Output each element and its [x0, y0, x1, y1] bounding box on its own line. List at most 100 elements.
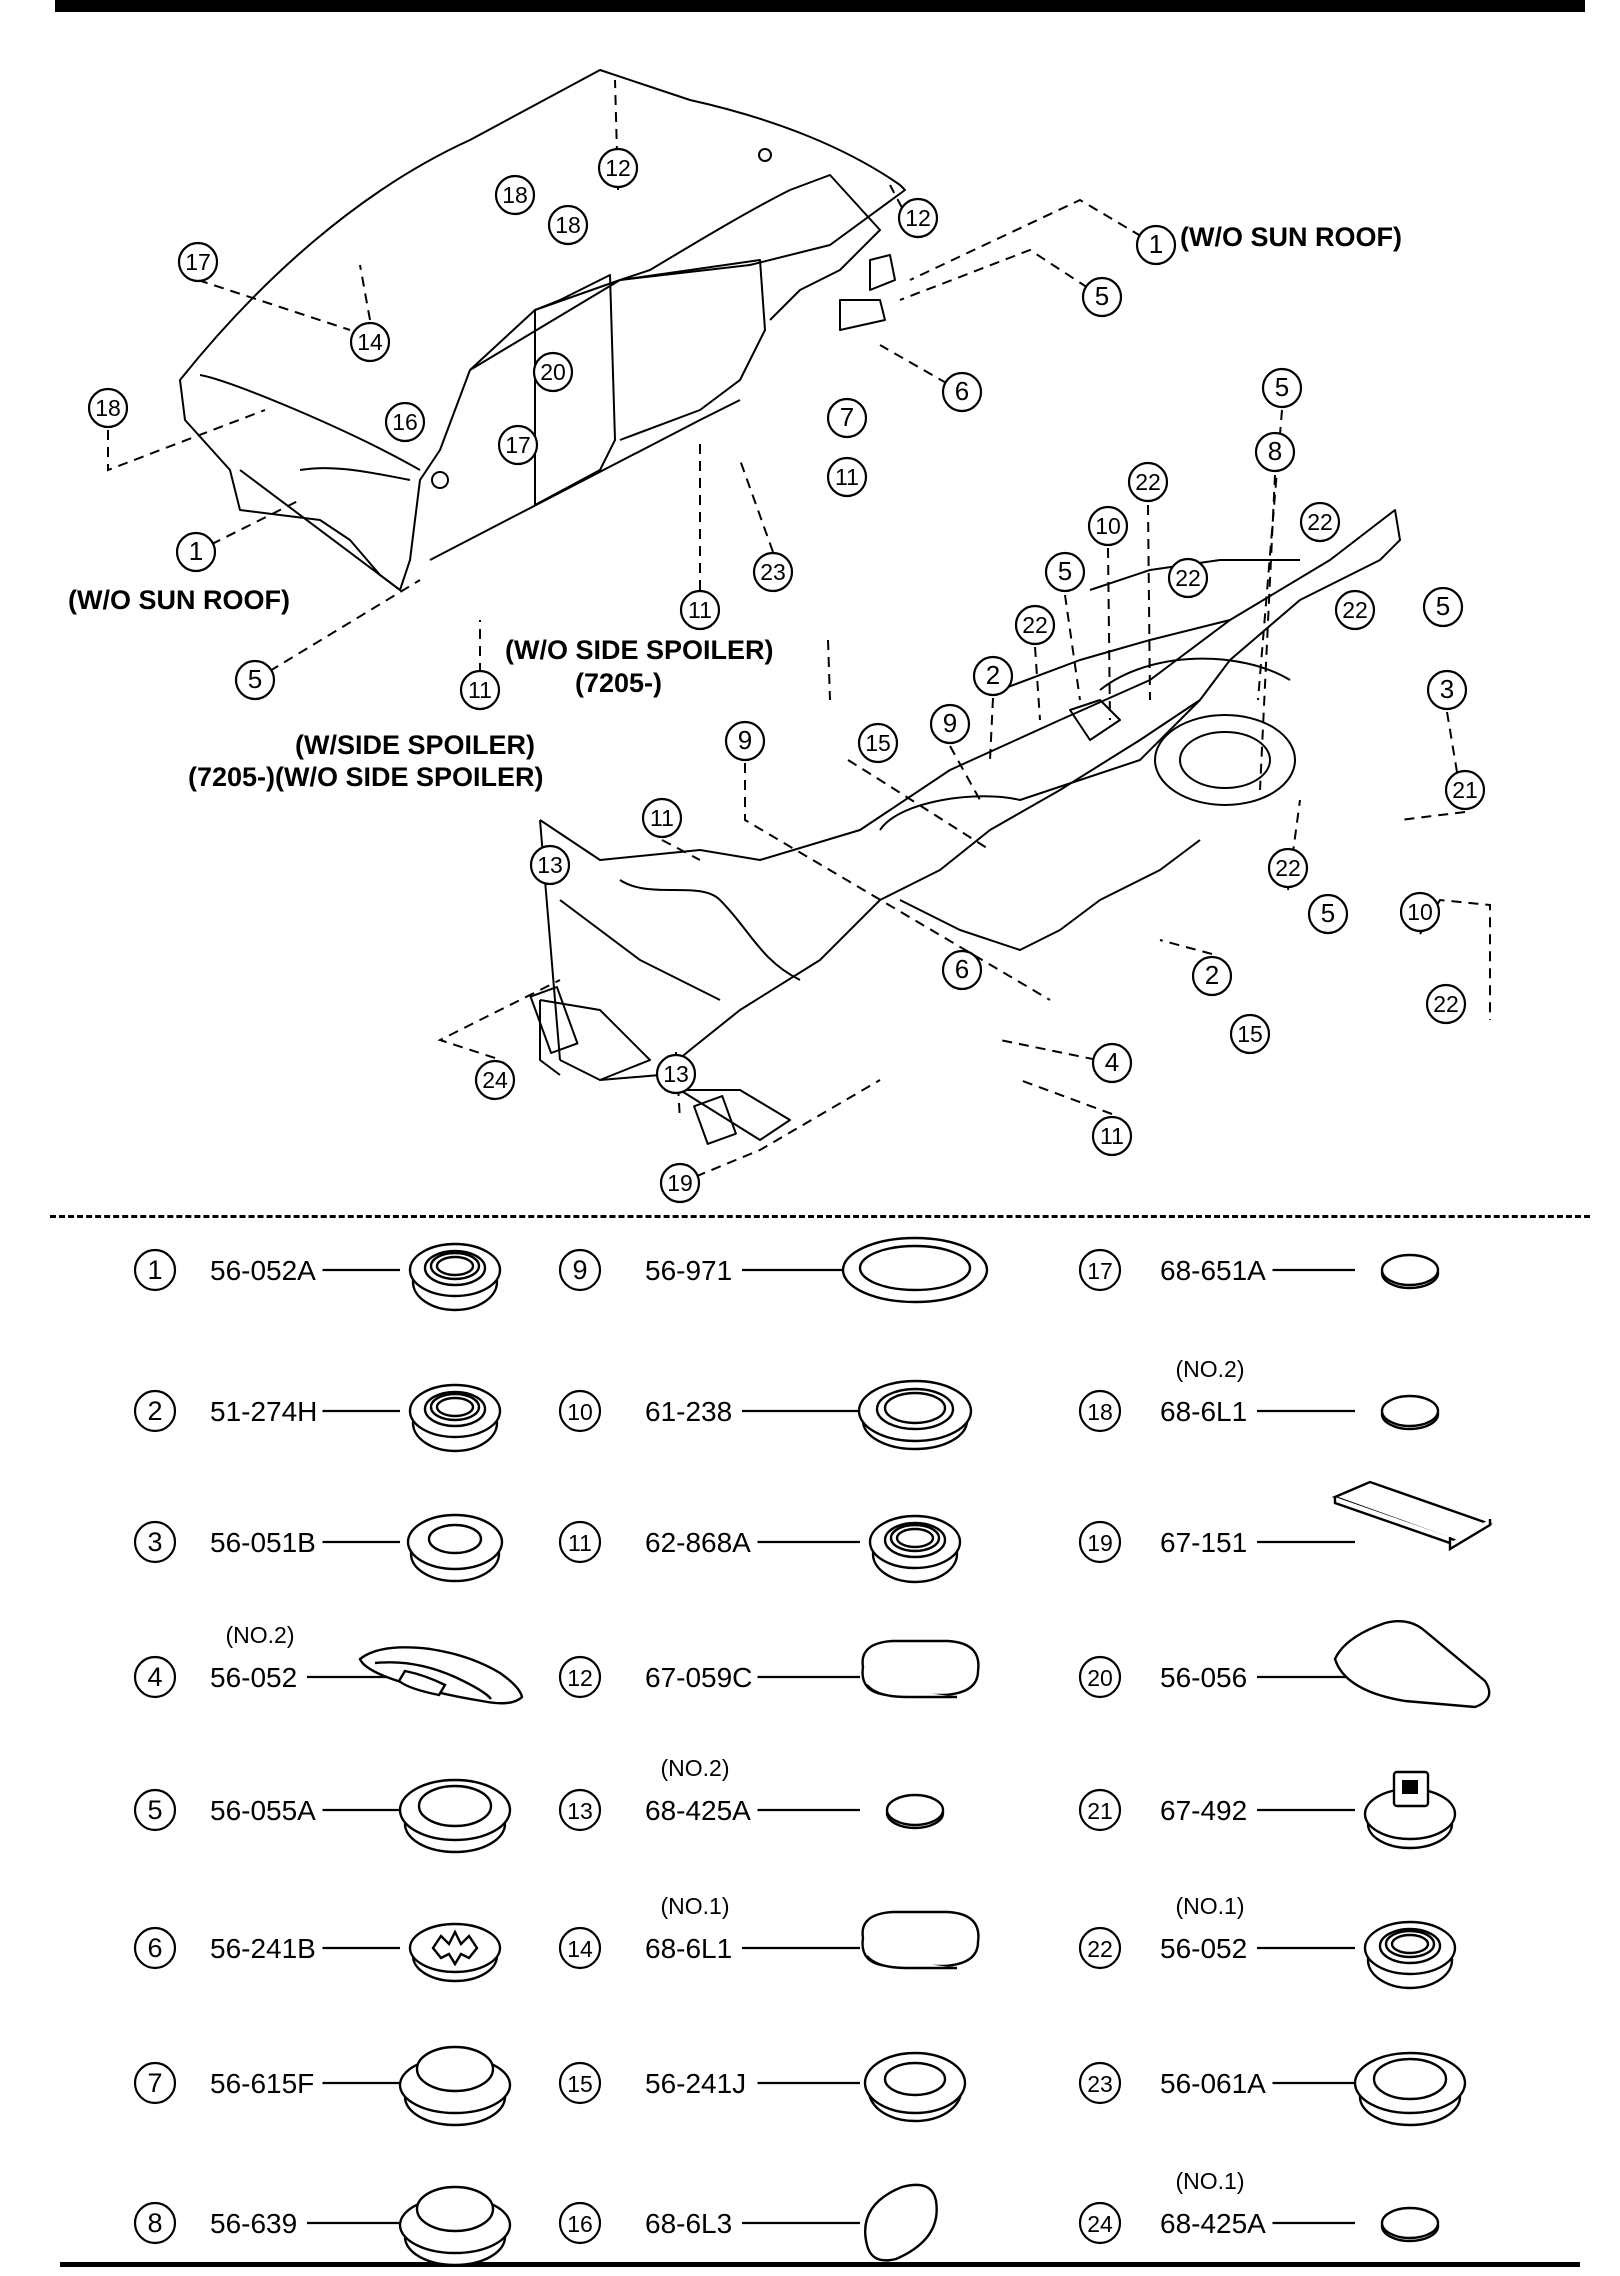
callout-12: 12 — [597, 147, 639, 189]
leader-line — [1259, 474, 1276, 791]
part-number: 4 — [147, 1662, 162, 1692]
callout-number: 2 — [1205, 960, 1219, 990]
callout-15: 15 — [857, 722, 899, 764]
callout-17: 17 — [497, 424, 539, 466]
part-number-circle — [133, 1926, 177, 1970]
part-number-circle — [133, 1655, 177, 1699]
part-number-circle — [558, 1248, 602, 1292]
part-number-circle — [1078, 2201, 1122, 2245]
callout-number: 6 — [955, 954, 969, 984]
callout-5: 5 — [1422, 586, 1464, 628]
callout-9: 9 — [724, 720, 766, 762]
callout-1: 1 — [175, 531, 217, 573]
part-illustration-disc — [1380, 1394, 1440, 1431]
callout-number: 20 — [540, 359, 566, 385]
part-number: 14 — [567, 1936, 593, 1962]
part-number: 11 — [568, 1530, 592, 1556]
part-number-circle — [1078, 1926, 1122, 1970]
part-code: 56-971 — [645, 1255, 732, 1286]
part-illustration-dome — [398, 2185, 512, 2267]
callout-number: 5 — [248, 664, 262, 694]
part-code: 61-238 — [645, 1396, 732, 1427]
callout-number: 2 — [986, 660, 1000, 690]
part-number: 2 — [147, 1396, 162, 1426]
leader-line — [1159, 939, 1213, 955]
part-code: 56-052 — [210, 1662, 297, 1693]
callout-22: 22 — [1425, 983, 1467, 1025]
part-number: 10 — [567, 1399, 593, 1425]
leader-line — [1257, 409, 1283, 701]
callout-7: 7 — [826, 397, 868, 439]
part-item-13: 13(NO.2)68-425A — [558, 1755, 945, 1832]
part-number-circle — [558, 2061, 602, 2105]
callout-11: 11 — [459, 669, 501, 711]
part-code: 56-615F — [210, 2068, 314, 2099]
part-item-20: 20 56-056 — [1078, 1620, 1491, 1709]
leader-line — [437, 979, 561, 1059]
leader-line — [744, 763, 1051, 1001]
part-number-circle — [1078, 1389, 1122, 1433]
part-code: 56-056 — [1160, 1662, 1247, 1693]
part-number-circle — [558, 1926, 602, 1970]
callout-6: 6 — [941, 949, 983, 991]
callout-number: 10 — [1095, 513, 1121, 539]
part-code: 67-492 — [1160, 1795, 1247, 1826]
part-number: 20 — [1087, 1665, 1113, 1691]
part-illustration-ring-double — [857, 1379, 973, 1451]
callout-19: 19 — [659, 1162, 701, 1204]
leader-line — [107, 409, 266, 472]
callout-number: 17 — [505, 432, 531, 458]
callout-18: 18 — [547, 204, 589, 246]
part-number: 1 — [147, 1255, 162, 1285]
part-number-circle — [133, 1520, 177, 1564]
callout-number: 22 — [1307, 509, 1333, 535]
part-code: 68-6L3 — [645, 2208, 732, 2239]
part-code: 56-061A — [1160, 2068, 1266, 2099]
callout-number: 11 — [835, 464, 859, 490]
callout-5: 5 — [1081, 276, 1123, 318]
part-illustration-pad-rounded — [861, 1910, 980, 1970]
leader-line — [1019, 1079, 1113, 1115]
callout-22: 22 — [1167, 557, 1209, 599]
callout-number: 18 — [502, 182, 528, 208]
callout-number: 22 — [1135, 469, 1161, 495]
callout-13: 13 — [655, 1053, 697, 1095]
leader-line — [1147, 504, 1151, 701]
part-illustration-grommet-ribbed — [408, 1383, 502, 1453]
part-code: 67-151 — [1160, 1527, 1247, 1558]
part-code: 68-6L1 — [1160, 1396, 1247, 1427]
part-note: (NO.1) — [1176, 1893, 1245, 1919]
floor-pan-outline — [529, 509, 1401, 1145]
part-code: 62-868A — [645, 1527, 751, 1558]
part-illustration-disc — [885, 1793, 945, 1830]
part-number: 12 — [567, 1665, 593, 1691]
callout-number: 22 — [1433, 991, 1459, 1017]
callout-18: 18 — [87, 387, 129, 429]
callout-5: 5 — [1307, 893, 1349, 935]
part-number: 19 — [1087, 1530, 1113, 1556]
callout-11: 11 — [679, 589, 721, 631]
part-number: 22 — [1087, 1936, 1113, 1962]
callout-number: 15 — [1237, 1021, 1263, 1047]
callout-number: 7 — [840, 402, 854, 432]
part-number: 18 — [1087, 1399, 1113, 1425]
part-illustration-oval-grommet — [863, 2051, 967, 2123]
callout-number: 1 — [1149, 229, 1163, 259]
leader-line — [679, 1079, 881, 1184]
callout-number: 3 — [1440, 674, 1454, 704]
leader-line — [1446, 711, 1461, 791]
leader-line — [1107, 547, 1111, 721]
part-number-circle — [133, 1248, 177, 1292]
callout-number: 5 — [1321, 898, 1335, 928]
callout-8: 8 — [1254, 431, 1296, 473]
callout-number: 15 — [865, 730, 891, 756]
callout-2: 2 — [1191, 955, 1233, 997]
callout-5: 5 — [1261, 367, 1303, 409]
